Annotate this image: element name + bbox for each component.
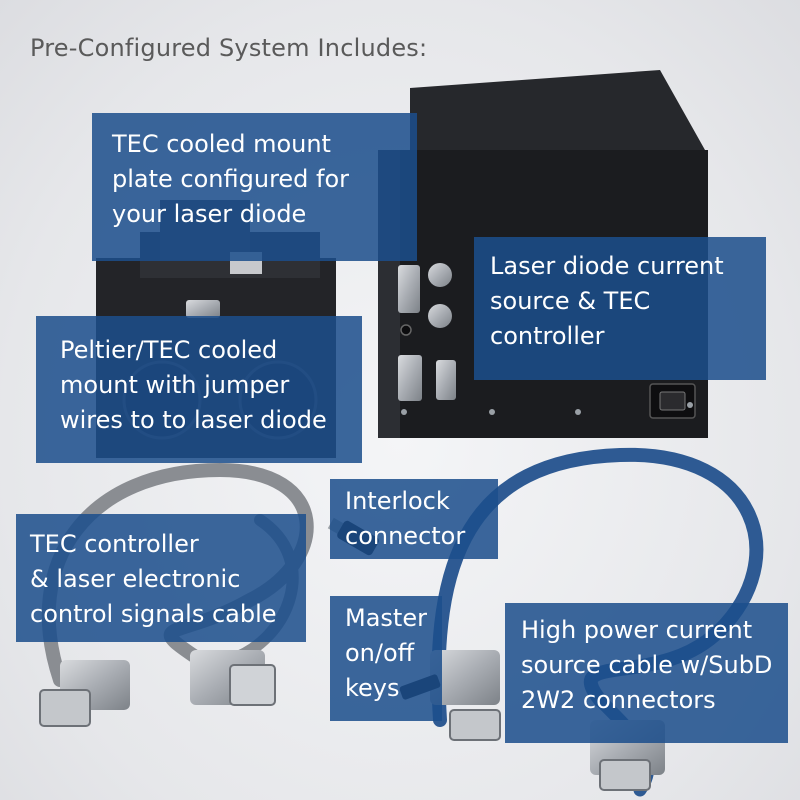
callout-line: mount with jumper xyxy=(60,371,290,399)
blue-cable-connector-1 xyxy=(430,650,501,741)
db15-connector xyxy=(398,355,422,401)
callout-line: wires to to laser diode xyxy=(60,406,327,434)
callout-line: Master xyxy=(345,604,427,632)
callout-line: TEC controller xyxy=(30,530,199,558)
callout-line: your laser diode xyxy=(112,200,307,228)
callout-line: plate configured for xyxy=(112,165,350,193)
bnc-connector-1 xyxy=(428,263,452,287)
callout-line: Interlock xyxy=(345,487,450,515)
db9-connector-top xyxy=(398,265,420,313)
controller-top-panel xyxy=(410,70,705,160)
callout-high-power-cable: High power current source cable w/SubD 2… xyxy=(505,603,788,743)
callout-line: Laser diode current xyxy=(490,252,724,280)
interlock-jack xyxy=(400,324,412,336)
callout-line: source cable w/SubD xyxy=(521,651,773,679)
callout-laser-diode-current-source: Laser diode current source & TEC control… xyxy=(474,237,766,380)
callout-line: source & TEC xyxy=(490,287,651,315)
callout-master-keys: Master on/off keys xyxy=(330,596,442,721)
page-heading: Pre-Configured System Includes: xyxy=(30,34,428,62)
mount-db-connector xyxy=(186,300,220,318)
callout-line: Peltier/TEC cooled xyxy=(60,336,278,364)
callout-line: TEC cooled mount xyxy=(112,130,331,158)
gray-cable-connector-2 xyxy=(190,650,276,706)
callout-line: keys xyxy=(345,674,400,702)
callout-tec-controller-cable: TEC controller & laser electronic contro… xyxy=(16,514,306,642)
db9-connector-bottom xyxy=(436,360,456,400)
callout-line: connector xyxy=(345,522,466,550)
bnc-connector-2 xyxy=(428,304,452,328)
callout-line: controller xyxy=(490,322,605,350)
callout-peltier-tec-mount: Peltier/TEC cooled mount with jumper wir… xyxy=(36,316,362,463)
gray-cable-connector-1 xyxy=(39,660,130,727)
callout-line: & laser electronic xyxy=(30,565,241,593)
callout-tec-cooled-mount-plate: TEC cooled mount plate configured for yo… xyxy=(92,113,417,261)
callout-interlock-connector: Interlock connector xyxy=(330,479,498,559)
callout-line: on/off xyxy=(345,639,415,667)
callout-line: 2W2 connectors xyxy=(521,686,716,714)
callout-line: control signals cable xyxy=(30,600,277,628)
callout-line: High power current xyxy=(521,616,753,644)
